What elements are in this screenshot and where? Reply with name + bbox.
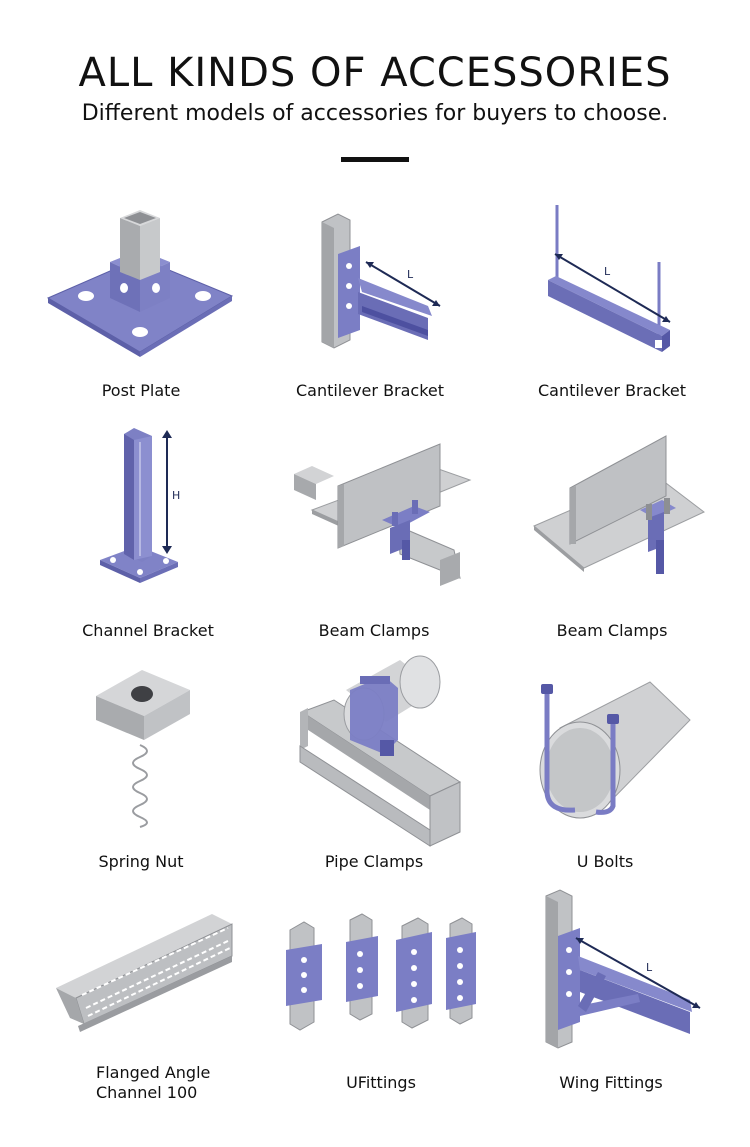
- dimension-label: L: [604, 265, 611, 278]
- item-label: UFittings: [346, 1073, 416, 1092]
- item-label: Wing Fittings: [559, 1073, 663, 1092]
- page-subtitle: Different models of accessories for buye…: [81, 101, 669, 126]
- item-label: Channel Bracket: [82, 621, 214, 640]
- item-label: Beam Clamps: [556, 621, 668, 640]
- item-label: Cantilever Bracket: [537, 381, 687, 400]
- item-label: Flanged Angle Channel 100: [96, 1063, 211, 1102]
- title-divider: [341, 157, 409, 162]
- item-label: Spring Nut: [98, 852, 184, 871]
- item-label: Post Plate: [101, 381, 181, 400]
- dimension-label: H: [172, 489, 180, 502]
- dimension-label: L: [646, 961, 653, 974]
- item-label: Cantilever Bracket: [295, 381, 445, 400]
- dimension-label: L: [407, 268, 414, 281]
- item-label: U Bolts: [576, 852, 634, 871]
- item-label: Beam Clamps: [318, 621, 430, 640]
- page-title: ALL KINDS OF ACCESSORIES: [78, 50, 672, 96]
- item-label: Pipe Clamps: [324, 852, 424, 871]
